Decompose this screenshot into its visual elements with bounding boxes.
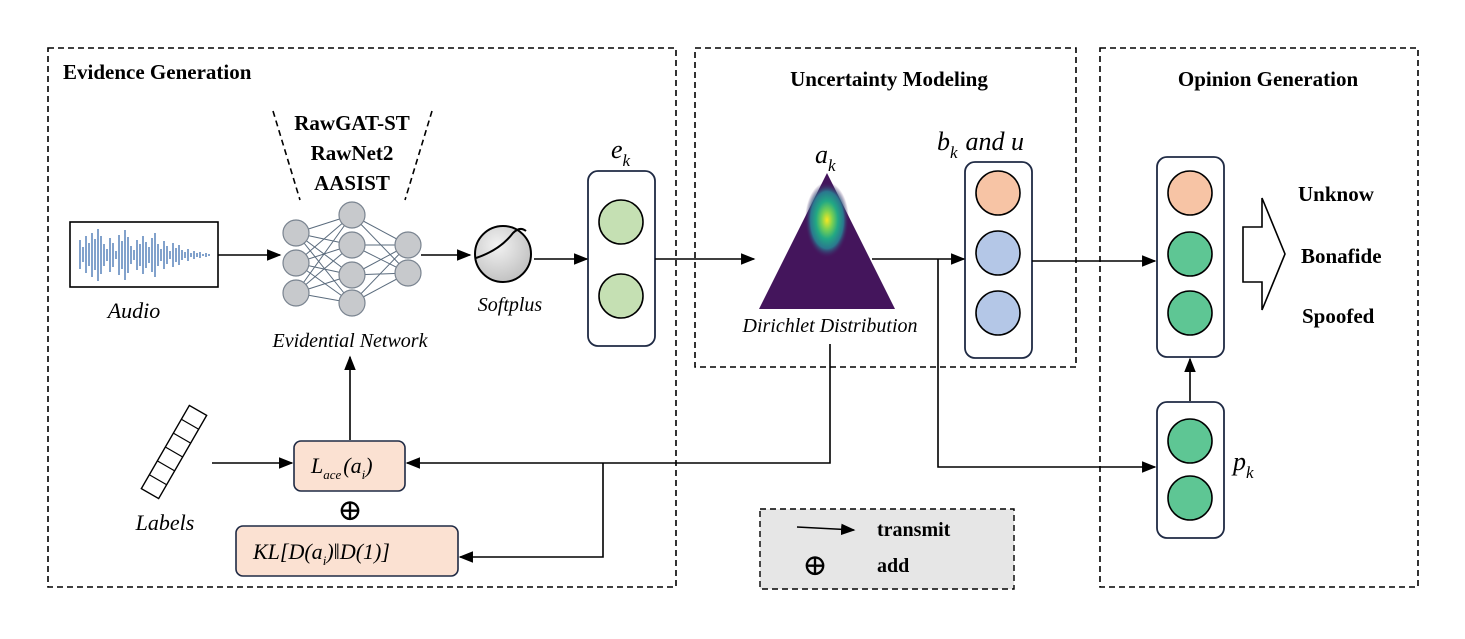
dirichlet-hotspot <box>805 182 849 258</box>
uncertainty-title: Uncertainty Modeling <box>790 67 988 91</box>
labels-label: Labels <box>135 510 195 535</box>
output-bonafide: Bonafide <box>1301 244 1382 268</box>
bku-node-3 <box>975 290 1021 336</box>
uncertainty-section-box <box>694 47 1077 368</box>
audio-label: Audio <box>106 298 161 323</box>
plus-symbol: ⊕ <box>337 494 362 527</box>
bku-node-uncertainty <box>975 170 1021 216</box>
ek-node-2 <box>598 273 644 319</box>
ak-label: ak <box>815 140 836 175</box>
opinion-node-unknow <box>1167 170 1213 216</box>
branch-to-pk-arrow <box>937 259 1157 473</box>
neural-network-icon <box>282 201 422 317</box>
opinion-node-spoofed <box>1167 290 1213 336</box>
branch-to-kl-arrow <box>458 463 604 563</box>
pk-node-2 <box>1167 475 1213 521</box>
legend-plus-icon: ⊕ <box>802 549 827 582</box>
kl-loss-text: KL[D(ai)‖D(1)] <box>252 539 390 568</box>
model-rawgat: RawGAT-ST <box>294 111 410 135</box>
ek-node-1 <box>598 199 644 245</box>
output-spoofed: Spoofed <box>1302 304 1375 328</box>
legend-box <box>759 508 1015 590</box>
evidence-title: Evidence Generation <box>63 60 252 84</box>
legend-transmit: transmit <box>877 519 951 541</box>
audio-waveform <box>79 229 210 281</box>
connectors <box>212 249 1196 563</box>
softplus-label: Softplus <box>478 294 543 316</box>
softplus-icon <box>474 225 532 283</box>
opinion-section-box <box>1099 47 1419 588</box>
model-aasist: AASIST <box>314 171 390 195</box>
ek-box <box>587 170 656 347</box>
model-rawnet2: RawNet2 <box>311 141 394 165</box>
dirichlet-to-loss-arrow <box>405 344 831 469</box>
output-arrow-icon <box>1242 197 1286 311</box>
ace-loss-text: Lace(ai) <box>310 453 373 482</box>
opinion-node-bonafide <box>1167 231 1213 277</box>
pk-label: pk <box>1231 447 1254 482</box>
opinion-title: Opinion Generation <box>1178 67 1359 91</box>
evidential-network-label: Evidential Network <box>272 330 429 352</box>
legend-arrow-icon <box>796 523 856 536</box>
ek-label: ek <box>611 135 631 170</box>
kl-loss-box <box>235 525 459 577</box>
output-unknow: Unknow <box>1298 182 1375 206</box>
legend-add: add <box>877 555 909 577</box>
model-trapezoid <box>272 110 433 201</box>
evidence-section-box <box>47 47 677 588</box>
dirichlet-label: Dirichlet Distribution <box>742 315 918 337</box>
ace-loss-box <box>293 440 406 492</box>
bku-node-2 <box>975 230 1021 276</box>
labels-icon <box>140 404 208 500</box>
pk-node-1 <box>1167 418 1213 464</box>
